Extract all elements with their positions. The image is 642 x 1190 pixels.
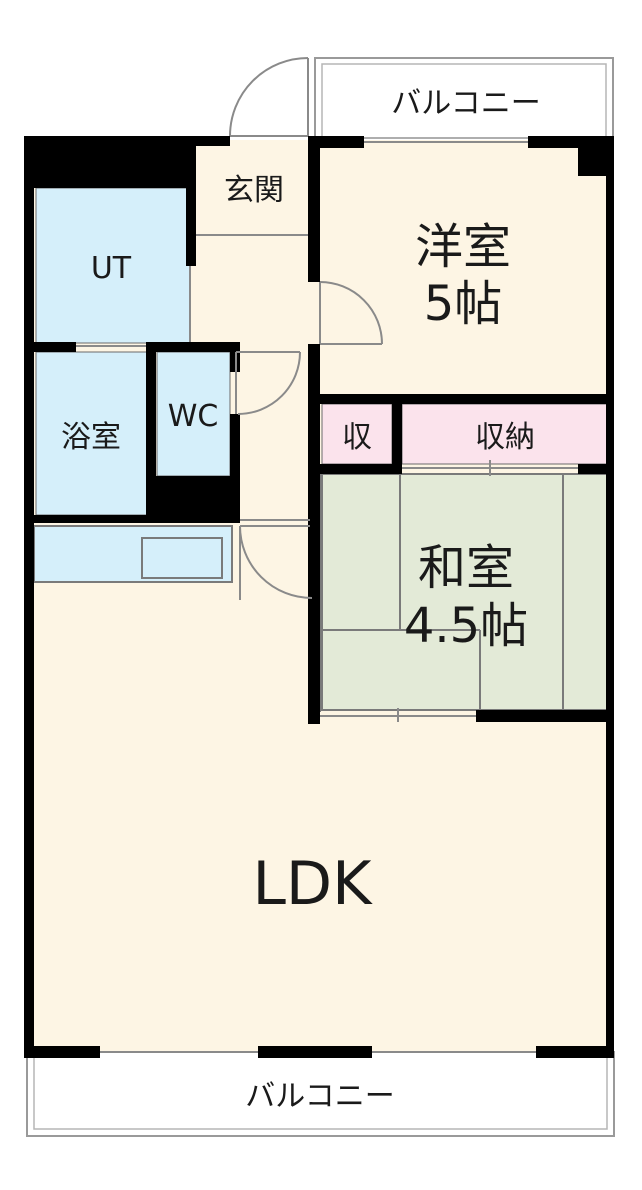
balcony-bottom-label: バルコニー [245,1079,394,1114]
japanese-room-name: 和室 [418,540,514,596]
bathroom-label: 浴室 [61,420,121,455]
window-lines [76,141,578,1053]
toilet-label: WC [168,399,219,434]
balcony-top [314,57,614,139]
entrance-floor [195,140,313,235]
western-room-size: 5帖 [424,276,503,332]
ldk-label: LDK [253,849,374,919]
entrance-label: 玄関 [224,173,284,208]
japanese-room-floor [313,473,609,712]
utility-room-label: UT [91,251,132,286]
balcony-bottom [26,1051,615,1137]
door-swings [229,57,383,600]
western-room-name: 洋室 [415,219,511,275]
japanese-room-size: 4.5帖 [404,598,528,654]
storage-small-floor [321,403,393,465]
balcony-top-label: バルコニー [391,86,540,121]
bathroom-floor [35,351,148,516]
storage-closet-label: 収納 [475,420,535,455]
utility-room-floor [35,187,191,344]
kitchen-counter [33,525,233,583]
western-room-floor [318,140,610,396]
storage-small-label: 収 [342,420,372,455]
